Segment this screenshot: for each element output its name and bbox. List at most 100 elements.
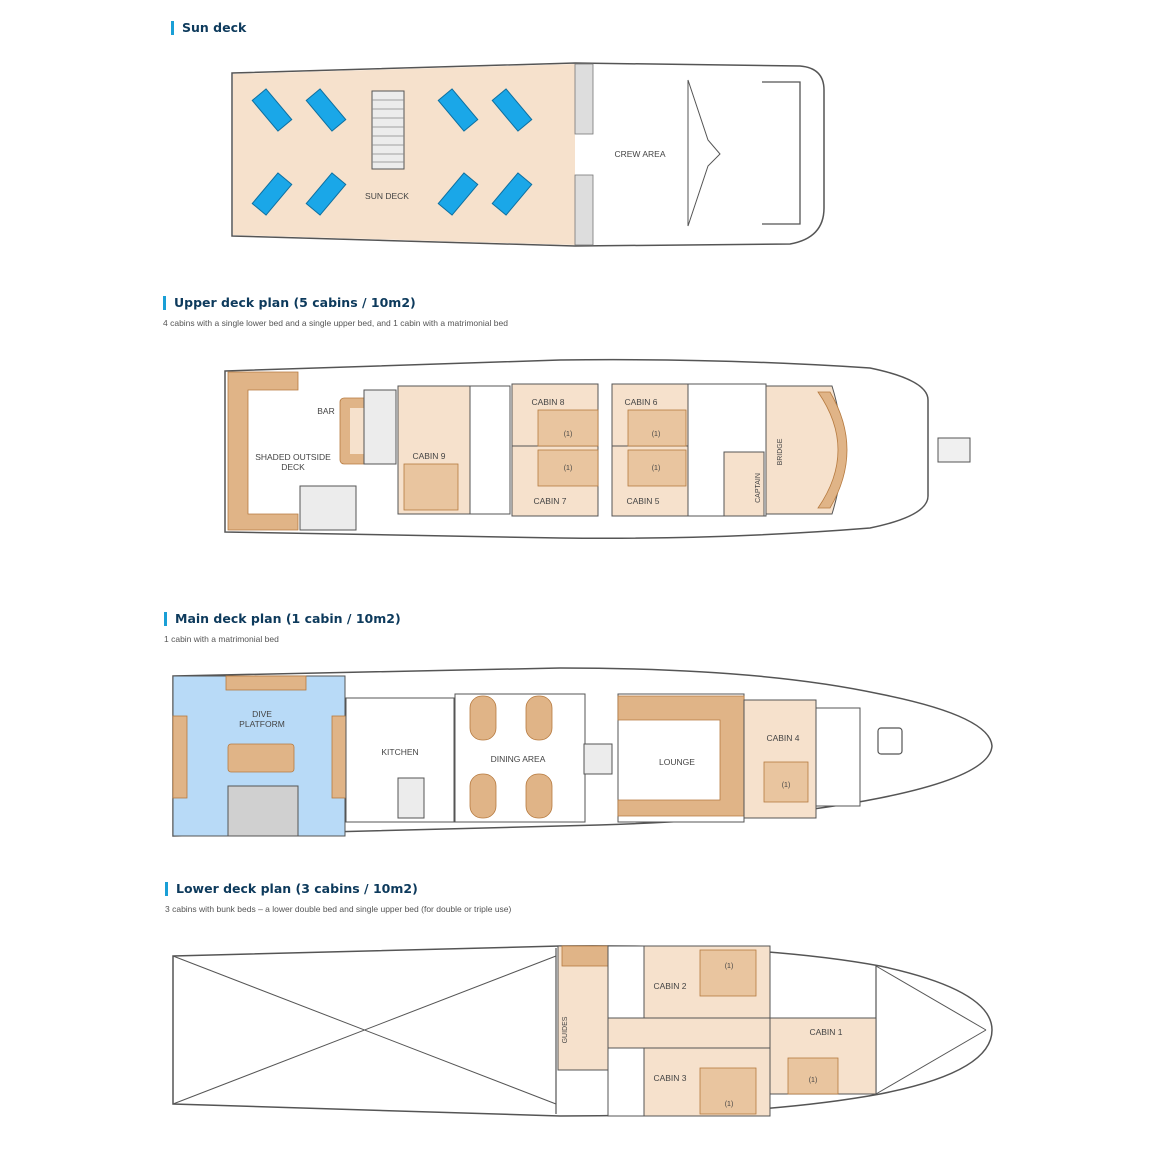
heading-text: Lower deck plan (3 cabins / 10m2) bbox=[176, 881, 418, 896]
cabin-7-label: CABIN 7 bbox=[533, 496, 566, 506]
lounger bbox=[491, 172, 533, 216]
dive-platform-label: DIVE bbox=[252, 709, 272, 719]
stairs bbox=[227, 785, 299, 837]
bow-cross bbox=[875, 965, 987, 1031]
cabin-4-label: CABIN 4 bbox=[766, 733, 799, 743]
guides-bed bbox=[561, 945, 609, 967]
lower-deck-description: 3 cabins with bunk beds – a lower double… bbox=[165, 904, 512, 914]
captain-label: CAPTAIN bbox=[755, 473, 762, 503]
lounger bbox=[305, 172, 347, 216]
cabin-1-bed bbox=[787, 1057, 839, 1095]
tank-rack bbox=[225, 675, 307, 691]
cabin-3-label: CABIN 3 bbox=[653, 1073, 686, 1083]
bed-marker: (1) bbox=[782, 782, 791, 789]
stairs bbox=[299, 485, 357, 531]
sun-deck-label: SUN DECK bbox=[365, 191, 409, 201]
guides-label: GUIDES bbox=[562, 1016, 569, 1043]
upper-deck-plan: BAR SHADED OUTSIDE DECK CABIN 9 CABIN 8 … bbox=[224, 358, 971, 540]
sun-deck-heading: Sun deck bbox=[171, 20, 246, 35]
heading-text: Upper deck plan (5 cabins / 10m2) bbox=[174, 295, 416, 310]
bed-marker: (1) bbox=[725, 1101, 734, 1108]
lower-deck-plan: CABIN 2 CABIN 3 CABIN 1 GUIDES (1) (1) (… bbox=[172, 945, 993, 1117]
bed-marker: (1) bbox=[564, 431, 573, 438]
bed-marker: (1) bbox=[652, 465, 661, 472]
stairs-steps bbox=[372, 99, 404, 163]
captain-cabin bbox=[723, 451, 765, 517]
cabin-8-label: CABIN 8 bbox=[531, 397, 564, 407]
tank-rack bbox=[331, 715, 347, 799]
tank-rack bbox=[172, 715, 188, 799]
lounger bbox=[251, 172, 293, 216]
sun-deck-plan: SUN DECK CREW AREA bbox=[231, 62, 825, 247]
dining-table bbox=[469, 773, 497, 819]
main-deck-heading: Main deck plan (1 cabin / 10m2) bbox=[164, 611, 401, 626]
cabin-2-bed bbox=[699, 949, 757, 997]
bed-marker: (1) bbox=[652, 431, 661, 438]
bunk-bed bbox=[537, 409, 599, 447]
bed-marker: (1) bbox=[725, 963, 734, 970]
stairs bbox=[363, 389, 397, 465]
cabin-6-label: CABIN 6 bbox=[624, 397, 657, 407]
center-stairs bbox=[583, 743, 613, 775]
dive-platform-label-2: PLATFORM bbox=[239, 719, 285, 729]
shaded-outside-deck-label: SHADED OUTSIDE bbox=[255, 452, 331, 462]
kitchen-stairs bbox=[397, 777, 425, 819]
lounger bbox=[437, 88, 479, 132]
bow-cross bbox=[875, 1029, 987, 1095]
shaded-outside-deck-label-2: DECK bbox=[281, 462, 305, 472]
anchor-winch bbox=[937, 437, 971, 463]
bridge-label: BRIDGE bbox=[777, 438, 784, 465]
lounge bbox=[617, 693, 745, 823]
hold-cross bbox=[172, 955, 557, 1105]
stairs bbox=[371, 90, 405, 170]
upper-deck-heading: Upper deck plan (5 cabins / 10m2) bbox=[163, 295, 416, 310]
heading-accent-bar bbox=[164, 611, 167, 626]
cabin-3-bed bbox=[699, 1067, 757, 1115]
heading-text: Sun deck bbox=[182, 20, 247, 35]
bunk-bed bbox=[537, 449, 599, 487]
bunk-bed bbox=[627, 409, 687, 447]
heading-accent-bar bbox=[163, 295, 166, 310]
upper-deck-description: 4 cabins with a single lower bed and a s… bbox=[163, 318, 508, 328]
dining-table bbox=[525, 695, 553, 741]
bed-marker: (1) bbox=[809, 1077, 818, 1084]
shaded-outside-deck bbox=[227, 371, 299, 531]
dining-table bbox=[525, 773, 553, 819]
dining-area-label: DINING AREA bbox=[491, 754, 546, 764]
lounger bbox=[251, 88, 293, 132]
cabin-5-label: CABIN 5 bbox=[626, 496, 659, 506]
kitchen-label: KITCHEN bbox=[381, 747, 418, 757]
cabin-2-label: CABIN 2 bbox=[653, 981, 686, 991]
hatch bbox=[877, 727, 903, 755]
bathroom bbox=[815, 707, 861, 807]
cabin-9-label: CABIN 9 bbox=[412, 451, 445, 461]
dining-tables bbox=[469, 695, 553, 819]
crew-area-outline bbox=[762, 81, 801, 225]
lounger-group bbox=[251, 88, 533, 216]
crew-area-label: CREW AREA bbox=[614, 149, 665, 159]
heading-text: Main deck plan (1 cabin / 10m2) bbox=[175, 611, 401, 626]
bathroom bbox=[469, 385, 511, 515]
lounger bbox=[491, 88, 533, 132]
bed-marker: (1) bbox=[564, 465, 573, 472]
lounger bbox=[437, 172, 479, 216]
cabin-9-bed bbox=[403, 463, 459, 511]
sun-deck-railing-bottom bbox=[574, 174, 594, 246]
lower-deck-heading: Lower deck plan (3 cabins / 10m2) bbox=[165, 881, 418, 896]
dive-platform-bench bbox=[227, 743, 295, 773]
main-deck-plan: DIVE PLATFORM KITCHEN DINING AREA LOUNGE… bbox=[172, 667, 993, 837]
heading-accent-bar bbox=[165, 881, 168, 896]
lounger bbox=[305, 88, 347, 132]
main-deck-description: 1 cabin with a matrimonial bed bbox=[164, 634, 279, 644]
lounge-label: LOUNGE bbox=[659, 757, 695, 767]
cabin-4-bed bbox=[763, 761, 809, 803]
sun-deck-railing-top bbox=[574, 63, 594, 135]
bridge-console bbox=[817, 391, 848, 509]
dining-table bbox=[469, 695, 497, 741]
bar-label: BAR bbox=[317, 406, 334, 416]
heading-accent-bar bbox=[171, 20, 174, 35]
bunk-bed bbox=[627, 449, 687, 487]
cabin-1-label: CABIN 1 bbox=[809, 1027, 842, 1037]
guides-cabin bbox=[557, 945, 609, 1071]
